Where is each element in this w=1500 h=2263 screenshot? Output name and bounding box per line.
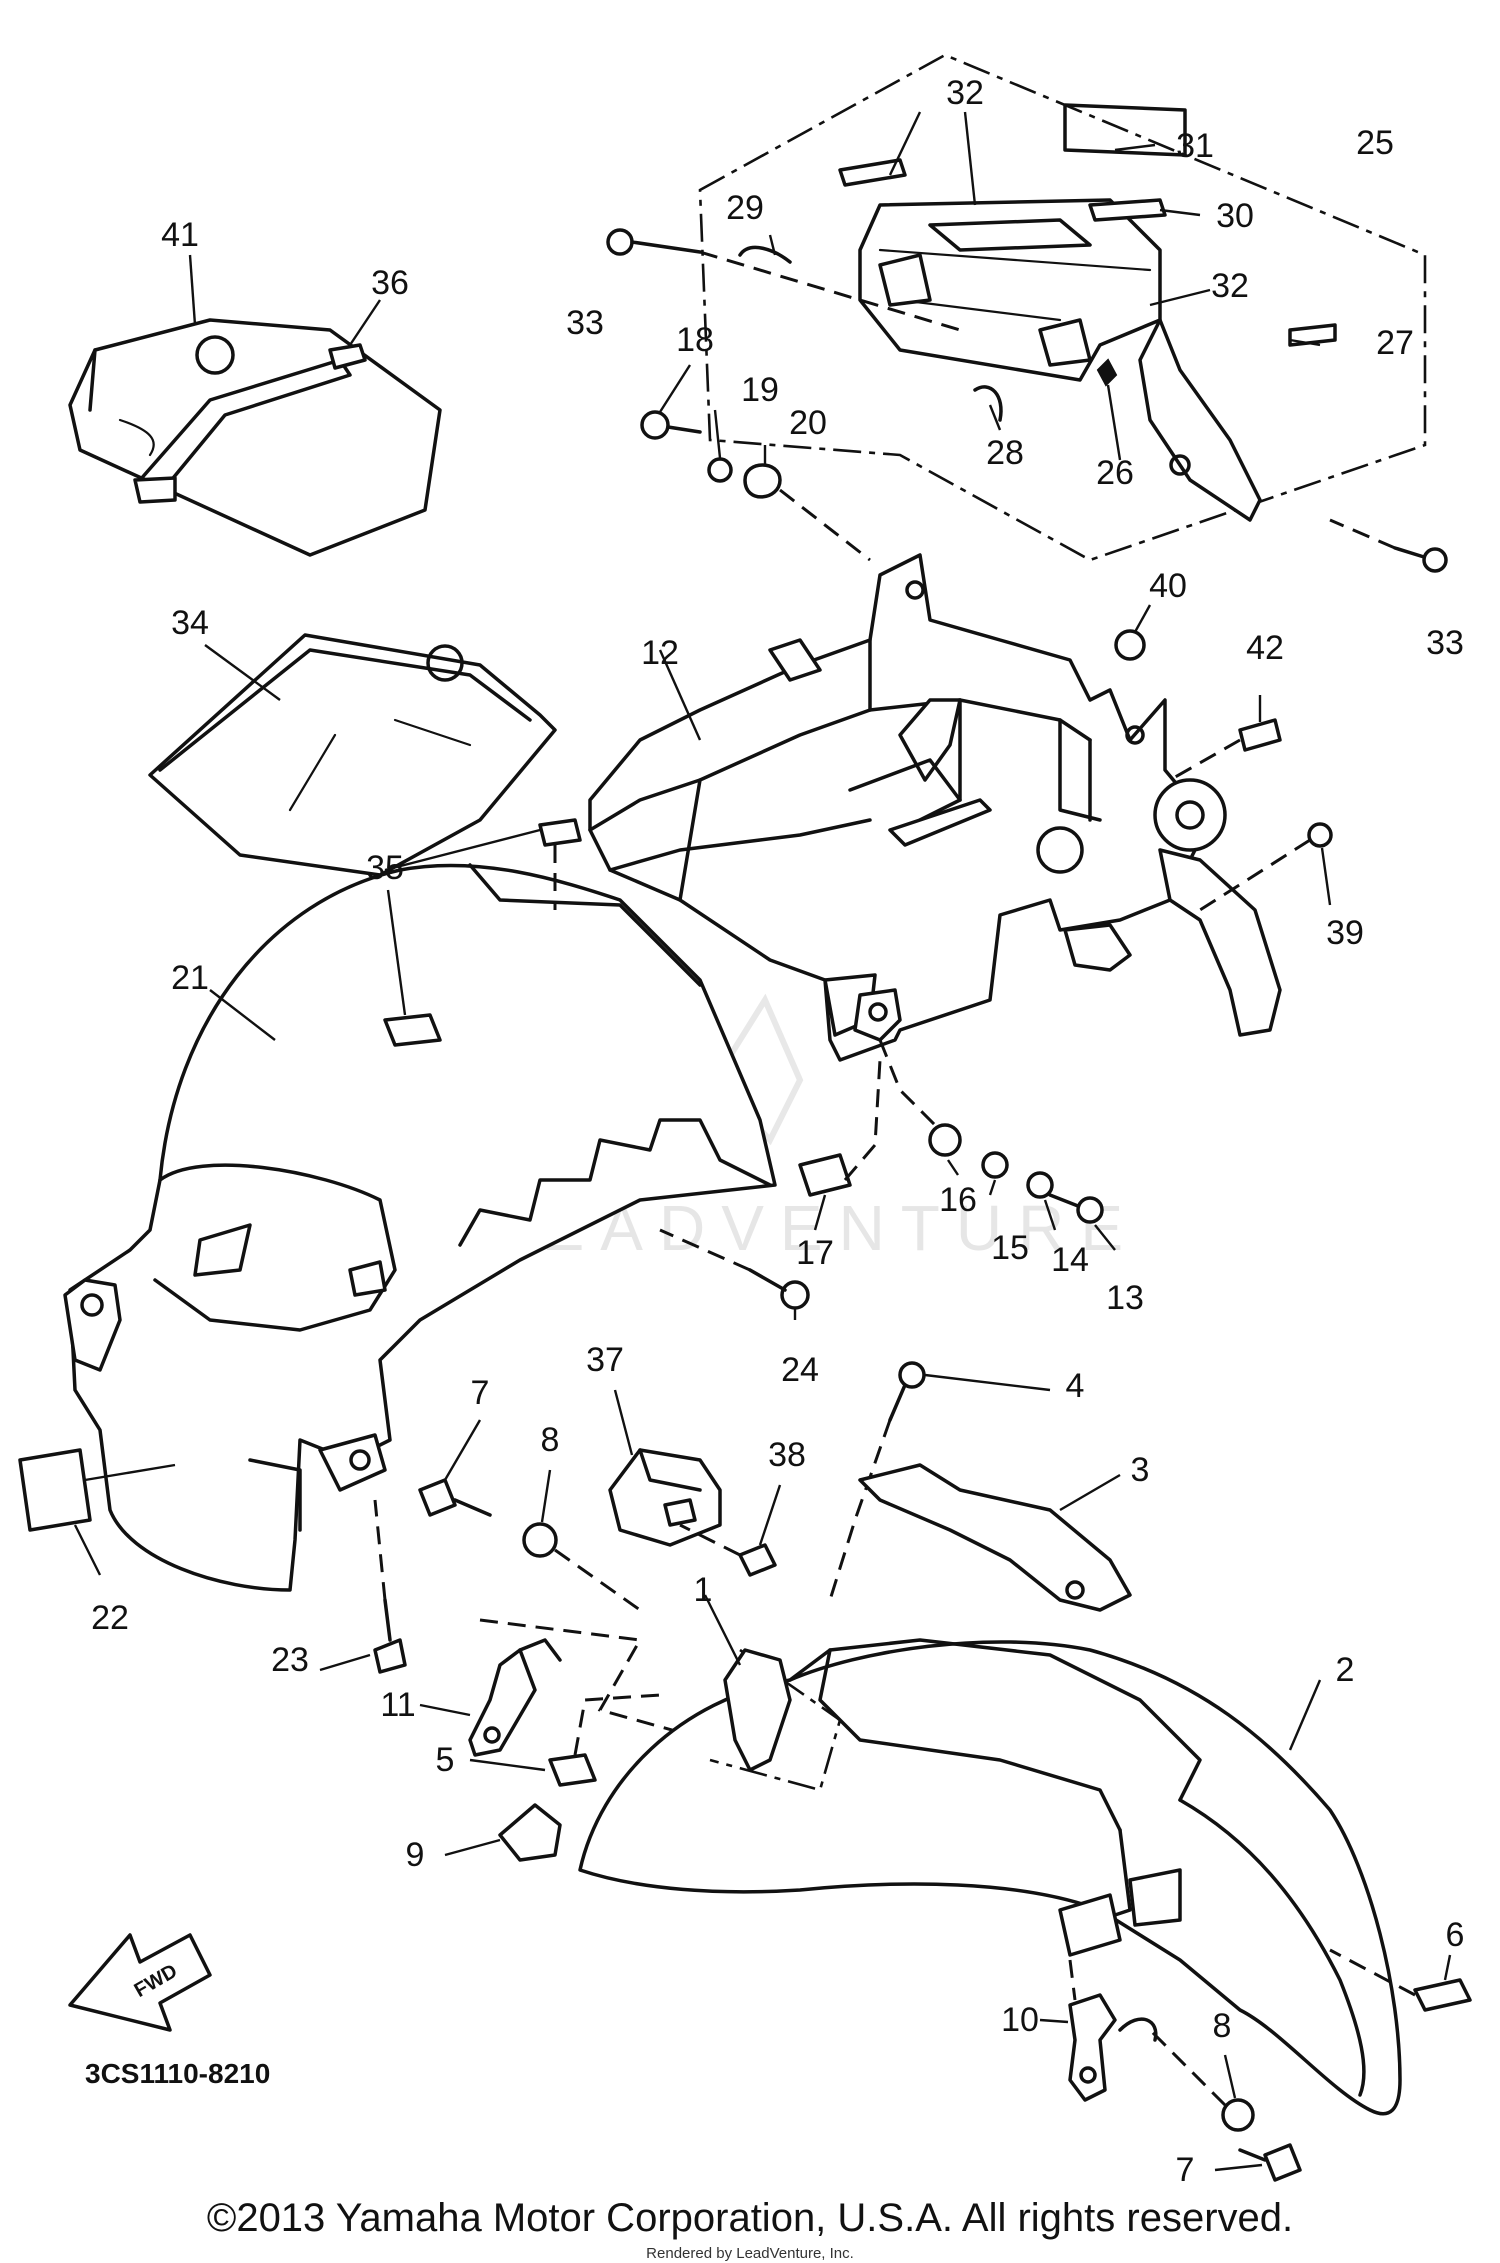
frame-mount-hardware <box>798 988 1116 1251</box>
callout-4: 4 <box>1066 1367 1085 1405</box>
rear-frame <box>588 553 1282 1062</box>
callout-18: 18 <box>676 321 714 359</box>
callout-17: 17 <box>796 1234 834 1272</box>
callout-15: 15 <box>991 1229 1029 1267</box>
copyright-notice: ©2013 Yamaha Motor Corporation, U.S.A. A… <box>206 2196 1294 2240</box>
front-fender-brace <box>828 1361 1132 1612</box>
callout-14: 14 <box>1051 1241 1089 1279</box>
callout-35: 35 <box>366 849 404 887</box>
callout-8: 8 <box>541 1421 560 1459</box>
callout-42: 42 <box>1246 629 1284 667</box>
callout-30: 30 <box>1216 197 1254 235</box>
callout-3: 3 <box>1131 1451 1150 1489</box>
callout-25: 25 <box>1356 124 1394 162</box>
tail-light-assembly <box>606 53 1448 573</box>
fender-bracket <box>703 1594 792 1772</box>
callout-36: 36 <box>371 264 409 302</box>
callout-16: 16 <box>939 1181 977 1219</box>
callout-13: 13 <box>1106 1279 1144 1317</box>
callout-29: 29 <box>726 189 764 227</box>
callout-39: 39 <box>1326 914 1364 952</box>
reflector <box>18 1448 176 1576</box>
callout-8b: 8 <box>1213 2007 1232 2045</box>
forward-direction-arrow: FWD <box>68 1933 212 2032</box>
cable-guides <box>444 1693 661 1862</box>
callout-19: 19 <box>741 371 779 409</box>
callout-7: 7 <box>471 1374 490 1412</box>
callout-2: 2 <box>1336 1651 1355 1689</box>
callout-5: 5 <box>436 1741 455 1779</box>
callout-1: 1 <box>694 1571 713 1609</box>
callout-24: 24 <box>781 1351 819 1389</box>
callout-10: 10 <box>1001 2001 1039 2039</box>
front-fender <box>578 1638 1402 2116</box>
callout-31: 31 <box>1176 127 1214 165</box>
fender-nuts <box>383 818 582 1047</box>
callout-38: 38 <box>768 1436 806 1474</box>
callout-33: 33 <box>566 304 604 342</box>
left-mount-bolts <box>319 1419 781 1762</box>
callout-26: 26 <box>1096 454 1134 492</box>
callout-41: 41 <box>161 216 199 254</box>
part-code: 3CS1110-8210 <box>85 2058 270 2089</box>
relay-bracket <box>608 1389 782 1577</box>
callout-28: 28 <box>986 434 1024 472</box>
callout-7b: 7 <box>1176 2151 1195 2189</box>
callout-6: 6 <box>1446 1916 1465 1954</box>
tail-light-mount-bolts <box>640 364 871 562</box>
rendered-by-credit: Rendered by LeadVenture, Inc. <box>646 2245 854 2262</box>
fender-screw <box>659 1228 810 1320</box>
callout-22: 22 <box>91 1599 129 1637</box>
callout-32b: 32 <box>1211 267 1249 305</box>
document-tray <box>148 633 557 877</box>
callout-11: 11 <box>380 1686 415 1724</box>
callout-20: 20 <box>789 404 827 442</box>
callout-9: 9 <box>406 1836 425 1874</box>
callout-34: 34 <box>171 604 209 642</box>
callout-21: 21 <box>171 959 209 997</box>
frame-fasteners <box>1114 604 1333 912</box>
rear-fender <box>63 863 777 1592</box>
callout-12: 12 <box>641 634 679 672</box>
callout-40: 40 <box>1149 567 1187 605</box>
callout-labels: 1 2 3 4 5 6 7 7 8 8 9 10 11 12 13 14 15 … <box>91 74 1464 2189</box>
front-fender-hardware <box>1039 1948 1472 2182</box>
callout-23: 23 <box>271 1641 309 1679</box>
tool-bag <box>68 254 442 557</box>
callout-37: 37 <box>586 1341 624 1379</box>
callout-32: 32 <box>946 74 984 112</box>
callout-27: 27 <box>1376 324 1414 362</box>
callout-33b: 33 <box>1426 624 1464 662</box>
